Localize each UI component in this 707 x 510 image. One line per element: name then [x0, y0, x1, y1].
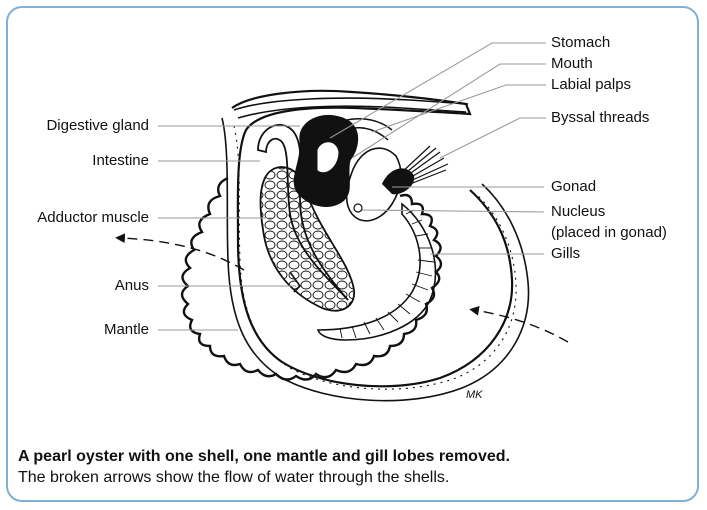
label-anus: Anus — [115, 277, 149, 295]
signature: MK — [466, 389, 483, 401]
label-stomach: Stomach — [551, 34, 610, 52]
label-gills: Gills — [551, 245, 580, 263]
label-intestine: Intestine — [92, 152, 149, 170]
label-adductor-muscle: Adductor muscle — [37, 209, 149, 227]
label-gonad: Gonad — [551, 178, 596, 196]
caption-text: The broken arrows show the flow of water… — [18, 467, 688, 488]
label-nucleus-note: (placed in gonad) — [551, 224, 667, 242]
label-mouth: Mouth — [551, 55, 593, 73]
label-nucleus: Nucleus — [551, 203, 605, 221]
nucleus — [354, 204, 362, 212]
label-mantle: Mantle — [104, 321, 149, 339]
label-labial-palps: Labial palps — [551, 76, 631, 94]
water-flow-arrow-in — [474, 310, 568, 342]
label-byssal-threads: Byssal threads — [551, 109, 649, 127]
label-digestive-gland: Digestive gland — [46, 117, 149, 135]
caption-title: A pearl oyster with one shell, one mantl… — [18, 446, 688, 467]
water-flow-arrow-out — [120, 238, 244, 270]
figure-caption: A pearl oyster with one shell, one mantl… — [18, 446, 688, 488]
mantle-band — [222, 118, 528, 401]
